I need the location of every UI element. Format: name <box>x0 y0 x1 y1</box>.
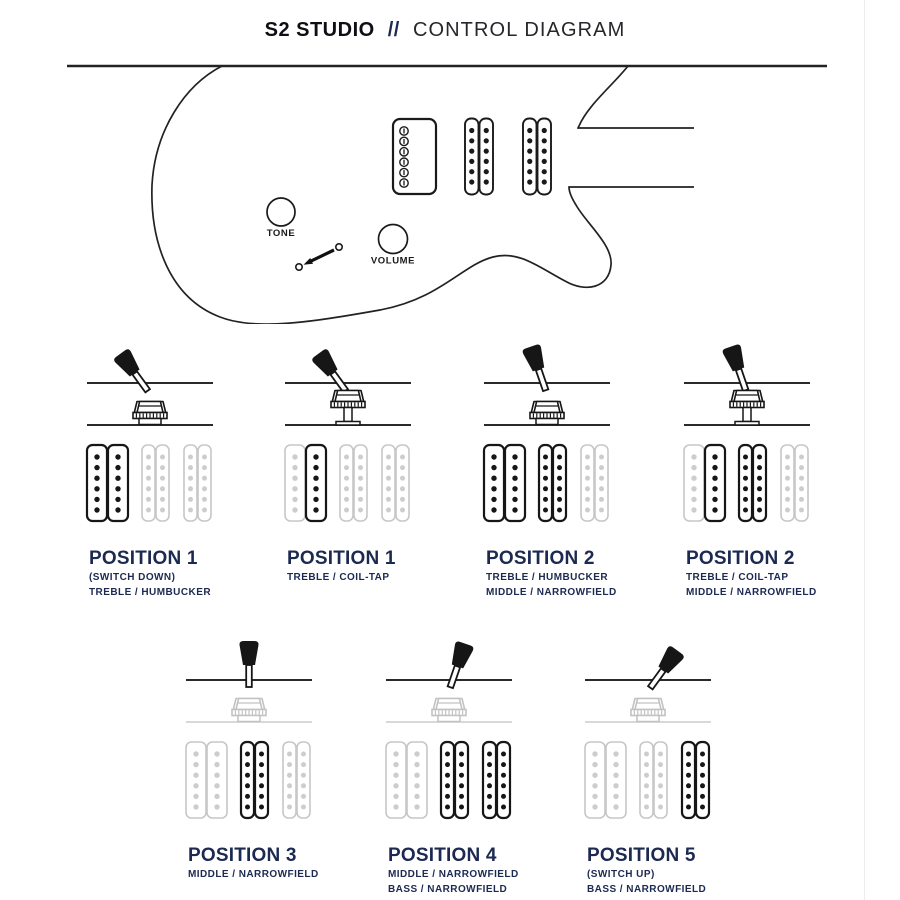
guitar-body-diagram: TONE VOLUME <box>67 64 827 324</box>
position-switch-graphic <box>284 349 411 523</box>
pickup-icon-middle <box>639 741 668 819</box>
position-switch-graphic <box>482 344 610 523</box>
title-separator: // <box>387 19 400 41</box>
tone-knob-icon: TONE <box>266 197 296 239</box>
selector-switch-arrow-icon <box>295 243 343 272</box>
page-border-right <box>864 0 865 900</box>
pickup-icon-middle <box>537 443 568 523</box>
position-heading: POSITION 5 <box>587 845 696 866</box>
pickup-icon-treble <box>683 443 727 523</box>
pickup-icon-bass <box>381 444 410 522</box>
selector-lever-icon <box>312 349 350 394</box>
pickup-icon-middle <box>439 740 470 820</box>
tone-label: TONE <box>267 228 296 239</box>
position-heading: POSITION 2 <box>486 548 595 569</box>
position-subtitle: TREBLE / HUMBUCKER <box>486 572 608 583</box>
position-switch-graphic <box>385 641 512 820</box>
selector-lever-icon <box>239 641 259 688</box>
pickup-icon-bass <box>580 444 609 522</box>
selector-lever-icon <box>114 349 152 394</box>
selector-lever-icon <box>522 344 550 393</box>
position-heading: POSITION 4 <box>388 845 497 866</box>
treble-humbucker-pickup-icon <box>391 117 438 196</box>
position-diagram: POSITION 2 TREBLE / HUMBUCKER MIDDLE / NAR… <box>482 338 642 599</box>
push-pull-knob-icon <box>231 697 267 723</box>
pickup-icon-bass <box>183 444 212 522</box>
position-diagram: POSITION 1 (SWITCH DOWN) TREBLE / HUMBUCKE… <box>85 338 245 599</box>
selector-lever-icon <box>722 344 750 393</box>
position-label: POSITION 5 (SWITCH UP) BASS / NARROWFIELD <box>587 845 743 896</box>
position-subtitle: BASS / NARROWFIELD <box>388 883 508 895</box>
page-title: S2 STUDIO // CONTROL DIAGRAM <box>0 19 890 42</box>
position-heading: POSITION 3 <box>188 845 297 866</box>
position-switch-graphic <box>85 349 213 523</box>
position-subtitle: MIDDLE / NARROWFIELD <box>686 586 817 598</box>
pickup-icon-middle <box>339 444 368 522</box>
position-label: POSITION 1 TREBLE / COIL-TAP <box>287 548 443 585</box>
pickup-icon-treble <box>185 741 228 819</box>
guitar-horn-outline <box>577 65 694 129</box>
push-pull-knob-icon <box>431 697 467 723</box>
position-label: POSITION 4 MIDDLE / NARROWFIELD BASS / NAR… <box>388 845 544 896</box>
middle-narrowfield-pickup-icon <box>464 117 494 196</box>
position-subtitle: MIDDLE / NARROWFIELD <box>188 869 319 880</box>
position-diagram: POSITION 5 (SWITCH UP) BASS / NARROWFIELD <box>583 635 743 896</box>
pickup-icon-middle <box>239 740 270 820</box>
position-label: POSITION 2 TREBLE / HUMBUCKER MIDDLE / NAR… <box>486 548 642 599</box>
pickup-icon-treble <box>85 443 130 523</box>
pickup-icon-bass <box>282 741 311 819</box>
position-diagram: POSITION 3 MIDDLE / NARROWFIELD <box>184 635 344 882</box>
position-subtitle: (SWITCH UP) <box>587 869 655 880</box>
push-pull-knob-icon <box>330 389 366 426</box>
pickup-icon-bass <box>481 740 512 820</box>
position-label: POSITION 1 (SWITCH DOWN) TREBLE / HUMBUCKE… <box>89 548 245 599</box>
position-subtitle: MIDDLE / NARROWFIELD <box>388 869 519 880</box>
push-pull-knob-icon <box>729 389 765 426</box>
position-label: POSITION 3 MIDDLE / NARROWFIELD <box>188 845 344 882</box>
pickup-icon-treble <box>385 741 428 819</box>
pickup-icon-middle <box>141 444 170 522</box>
position-label: POSITION 2 TREBLE / COIL-TAP MIDDLE / NARR… <box>686 548 842 599</box>
push-pull-knob-icon <box>630 697 666 723</box>
position-subtitle: BASS / NARROWFIELD <box>587 883 707 895</box>
position-subtitle: TREBLE / COIL-TAP <box>287 572 390 583</box>
bass-narrowfield-pickup-icon <box>522 117 552 196</box>
selector-lever-icon <box>646 646 684 691</box>
push-pull-knob-icon <box>529 400 565 426</box>
position-switch-graphic <box>584 646 711 820</box>
pickup-icon-treble <box>584 741 627 819</box>
position-heading: POSITION 2 <box>686 548 795 569</box>
position-diagram: POSITION 4 MIDDLE / NARROWFIELD BASS / NAR… <box>384 635 544 896</box>
position-subtitle: TREBLE / HUMBUCKER <box>89 586 211 598</box>
pickup-icon-treble <box>482 443 527 523</box>
pickup-icon-bass <box>780 444 809 522</box>
position-subtitle: (SWITCH DOWN) <box>89 572 176 583</box>
pickup-icon-treble <box>284 443 328 523</box>
position-subtitle: MIDDLE / NARROWFIELD <box>486 586 617 598</box>
position-diagram: POSITION 2 TREBLE / COIL-TAP MIDDLE / NARR… <box>682 338 842 599</box>
pickup-icon-middle <box>737 443 768 523</box>
push-pull-knob-icon <box>132 400 168 426</box>
guitar-body-outline <box>151 65 694 324</box>
position-subtitle: TREBLE / COIL-TAP <box>686 572 789 583</box>
selector-lever-icon <box>446 641 474 690</box>
position-heading: POSITION 1 <box>89 548 198 569</box>
volume-label: VOLUME <box>371 256 415 267</box>
volume-knob-icon: VOLUME <box>371 223 415 267</box>
brand-name: S2 STUDIO <box>264 19 375 41</box>
position-switch-graphic <box>683 344 810 523</box>
document-title: CONTROL DIAGRAM <box>412 19 626 41</box>
position-heading: POSITION 1 <box>287 548 396 569</box>
pickup-icon-bass <box>680 740 711 820</box>
position-switch-graphic <box>185 641 312 820</box>
position-diagram: POSITION 1 TREBLE / COIL-TAP <box>283 338 443 585</box>
